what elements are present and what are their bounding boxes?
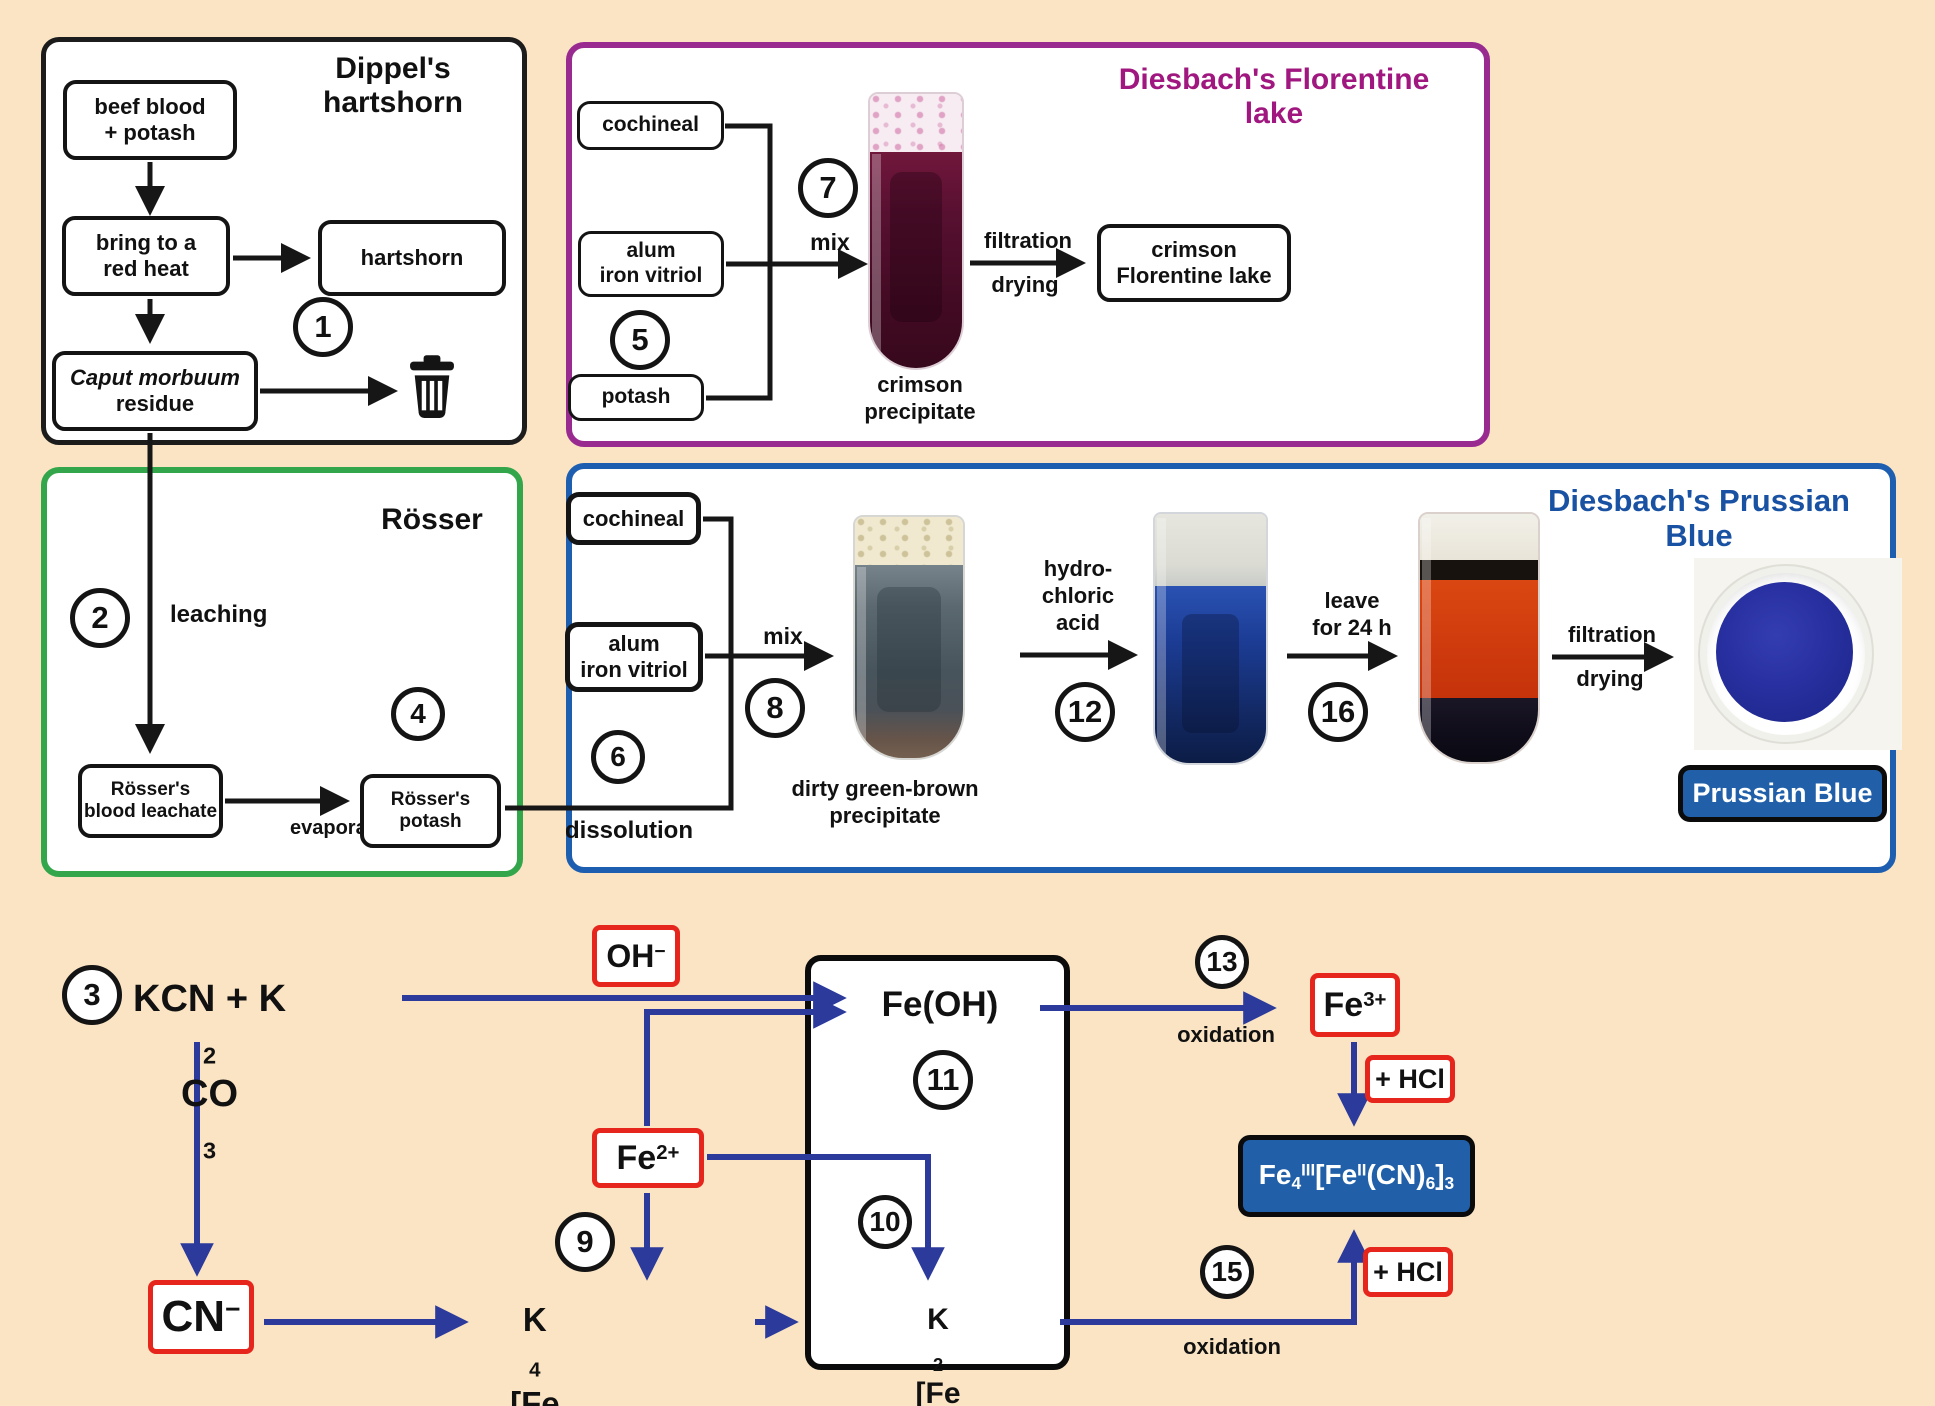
step-5-badge: 5: [610, 310, 670, 370]
fe3-box: Fe3+: [1310, 973, 1400, 1037]
k4-formula: K4[FeII(CN)6]: [510, 1301, 560, 1406]
step-16-badge: 16: [1308, 682, 1368, 742]
prussian-title: Diesbach's Prussian Blue: [1547, 483, 1850, 553]
green-brown-tube-photo: [853, 515, 965, 760]
step-12-badge: 12: [1055, 682, 1115, 742]
prussian-filtration-label: filtration: [1568, 622, 1656, 647]
prussian-drying-label: drying: [1576, 666, 1644, 691]
step-7-badge: 7: [798, 158, 858, 218]
florentine-drying-label: drying: [991, 272, 1059, 297]
hartshorn-box: hartshorn: [318, 220, 506, 296]
blue-tube-photo: [1153, 512, 1268, 765]
dippel-title: Dippel's hartshorn: [322, 52, 464, 119]
connector-prussian-inputs: [505, 516, 734, 811]
step-8-badge: 8: [745, 678, 805, 738]
dissolution-label: dissolution: [565, 817, 693, 844]
hydroxide-box: OH−: [592, 925, 680, 987]
step-13-badge: 13: [1195, 935, 1249, 989]
settled-red-tube-photo: [1418, 512, 1540, 764]
arrow-fe2-to-k2: [707, 1154, 945, 1281]
prussian-blue-formula-box: Fe4III[FeII(CN)6]3: [1238, 1135, 1475, 1217]
arrow-k2-to-pb: [1060, 1229, 1371, 1325]
step-4-badge: 4: [391, 687, 445, 741]
florentine-title: Diesbach's Florentine lake: [1118, 63, 1430, 130]
prussian-blue-label: Prussian Blue: [1678, 765, 1887, 822]
step-6-badge: 6: [591, 730, 645, 784]
step-1-badge: 1: [293, 297, 353, 357]
step-3-badge: 3: [62, 965, 122, 1025]
rosser-title: Rösser: [381, 503, 483, 536]
hcl-box-2: + HCl: [1363, 1247, 1453, 1297]
step-9-badge: 9: [555, 1212, 615, 1272]
k2-formula: K2[FeIIFeII(CN)6]: [915, 1303, 961, 1406]
florentine-potash-box: potash: [568, 374, 704, 421]
prussian-cochineal-box: cochineal: [566, 492, 701, 545]
florentine-filtration-label: filtration: [984, 228, 1072, 253]
cyanide-box: CN−: [148, 1280, 254, 1354]
leaching-label: leaching: [170, 601, 268, 628]
fe2-box: Fe2+: [592, 1128, 704, 1188]
reaction-container-box: [805, 955, 1070, 1370]
florentine-cochineal-box: cochineal: [577, 101, 724, 150]
step-2-badge: 2: [70, 588, 130, 648]
oxidation-label-2: oxidation: [1183, 1334, 1281, 1359]
florentine-mix-label: mix: [810, 229, 850, 255]
crimson-tube-photo: [868, 92, 964, 370]
prussian-blue-pigment: [1716, 582, 1853, 722]
step-11-badge: 11: [913, 1050, 973, 1110]
step-15-badge: 15: [1200, 1245, 1254, 1299]
trash-icon: [410, 355, 454, 419]
oxidation-label-1: oxidation: [1177, 1022, 1275, 1047]
arrow-fe2-to-feoh2: [644, 995, 847, 1126]
step-10-badge: 10: [858, 1195, 912, 1249]
beef-blood-box: beef blood+ potash: [63, 80, 237, 160]
hcl-box-1: + HCl: [1365, 1055, 1455, 1103]
prussian-mix-label: mix: [763, 623, 803, 649]
